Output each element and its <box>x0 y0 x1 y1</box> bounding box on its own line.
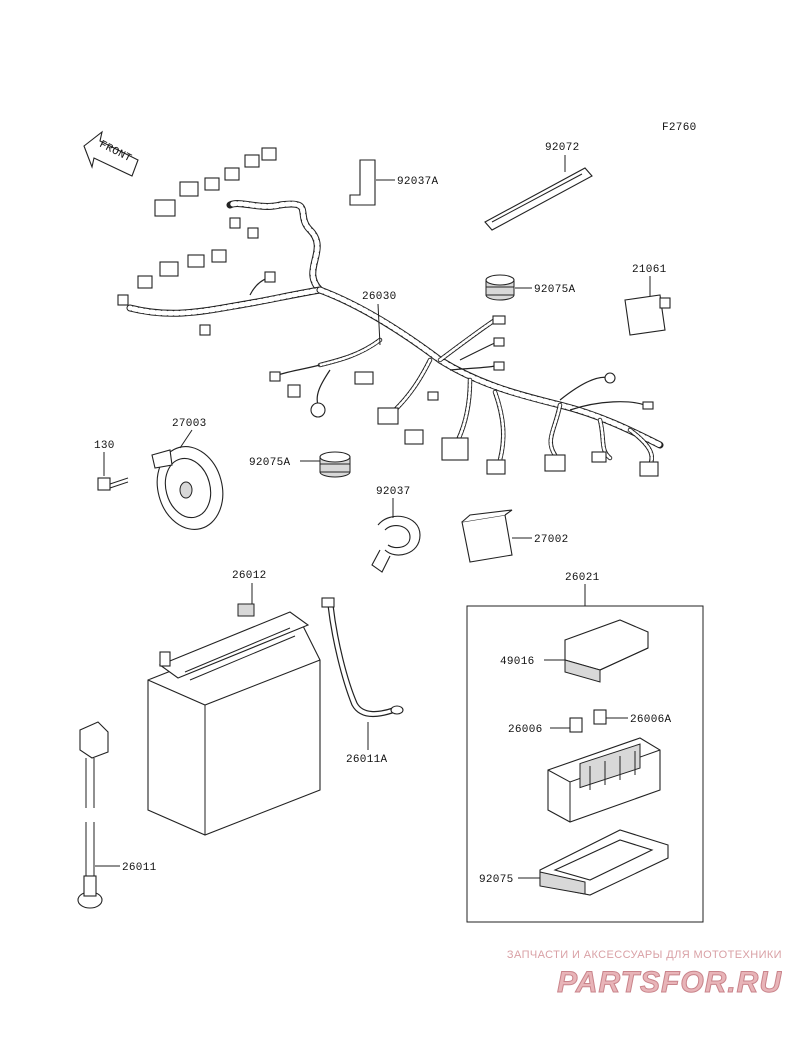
cover-49016 <box>564 619 649 683</box>
label-26006: 26006 <box>508 724 543 736</box>
label-26030: 26030 <box>362 291 397 303</box>
label-92075: 92075 <box>479 874 514 886</box>
grommet-92075A-mid <box>319 451 351 478</box>
clamp-92037 <box>371 515 421 573</box>
front-arrow-icon: FRONT <box>83 130 139 177</box>
fuse-box-group-frame <box>466 605 704 923</box>
label-49016: 49016 <box>500 656 535 668</box>
label-27003: 27003 <box>172 418 207 430</box>
relay-27002 <box>461 509 513 563</box>
label-21061: 21061 <box>632 264 667 276</box>
battery-26012 <box>147 603 321 836</box>
fuse-26006 <box>569 717 583 733</box>
label-92037: 92037 <box>376 486 411 498</box>
label-27002: 27002 <box>534 534 569 546</box>
watermark-logo: PARTSFOR.RU <box>557 966 782 999</box>
bracket-92037A <box>349 159 376 206</box>
label-92075A-mid: 92075A <box>249 457 291 469</box>
label-92072: 92072 <box>545 142 580 154</box>
label-92037A: 92037A <box>397 176 439 188</box>
svg-text:PARTSFOR.RU: PARTSFOR.RU <box>557 966 782 998</box>
fuse-26006A <box>593 709 607 725</box>
cable-26011 <box>77 721 109 909</box>
label-92075A-top: 92075A <box>534 284 576 296</box>
grommet-92075A-top <box>485 274 515 301</box>
cushion-92075 <box>539 829 669 896</box>
relay-21061 <box>624 294 671 336</box>
cable-tie-92072 <box>484 167 593 231</box>
label-26021: 26021 <box>565 572 600 584</box>
figure-code: F2760 <box>662 122 697 134</box>
label-26011: 26011 <box>122 862 157 874</box>
bolt-130 <box>97 477 129 491</box>
label-26006A: 26006A <box>630 714 672 726</box>
fuse-box <box>547 737 661 823</box>
label-26012: 26012 <box>232 570 267 582</box>
watermark-tagline: ЗАПЧАСТИ И АКСЕССУАРЫ ДЛЯ МОТОТЕХНИКИ <box>506 949 782 961</box>
label-130: 130 <box>94 440 115 452</box>
horn-27003 <box>151 446 224 530</box>
cable-26011A <box>321 597 404 717</box>
label-26011A: 26011A <box>346 754 388 766</box>
